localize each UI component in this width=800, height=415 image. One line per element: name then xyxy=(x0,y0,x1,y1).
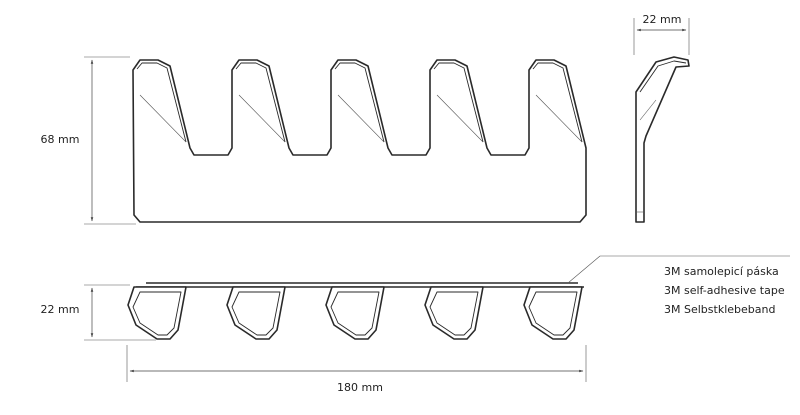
callout-line-english: 3M self-adhesive tape xyxy=(664,284,785,297)
callout-line-czech: 3M samolepicí páska xyxy=(664,265,779,278)
side-view xyxy=(635,56,690,223)
depth-dimension: 22 mm xyxy=(41,284,156,341)
width-label: 180 mm xyxy=(337,381,383,394)
top-view xyxy=(127,282,584,340)
height-dimension: 68 mm xyxy=(41,56,136,225)
callout-line-german: 3M Selbstklebeband xyxy=(664,303,775,316)
front-view-outline xyxy=(132,59,587,223)
side-view-outline xyxy=(635,56,690,223)
side-depth-dimension: 22 mm xyxy=(633,13,690,55)
front-hook-lines xyxy=(136,62,583,143)
height-label: 68 mm xyxy=(41,133,80,146)
side-depth-label: 22 mm xyxy=(643,13,682,26)
width-dimension: 180 mm xyxy=(126,345,587,394)
tape-callout: 3M samolepicí páska 3M self-adhesive tap… xyxy=(567,255,790,316)
depth-label: 22 mm xyxy=(41,303,80,316)
front-view xyxy=(132,59,587,223)
top-hooks xyxy=(127,286,583,340)
